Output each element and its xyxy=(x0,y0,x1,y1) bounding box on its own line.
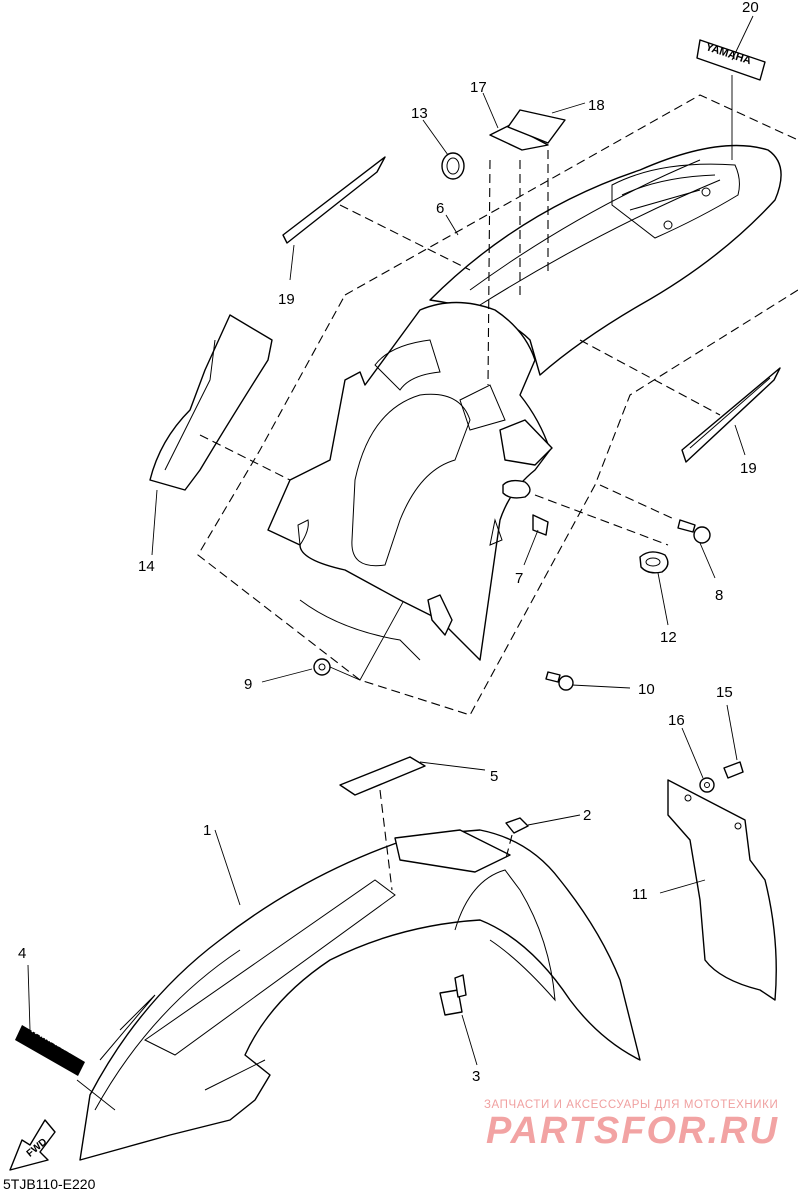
rear-inner-fender xyxy=(267,301,553,661)
fasteners-front xyxy=(439,817,529,1016)
side-decal-strip xyxy=(282,156,386,244)
callout-7: 7 xyxy=(515,570,523,587)
callout-numbers: 20 18 17 13 6 19 19 14 7 8 12 9 10 15 16… xyxy=(18,0,759,1085)
callout-19a: 19 xyxy=(278,291,295,308)
callout-17: 17 xyxy=(470,79,487,96)
callout-12: 12 xyxy=(660,629,677,646)
side-cover xyxy=(149,314,273,491)
leader-lines xyxy=(27,15,754,1111)
callout-8: 8 xyxy=(715,587,723,604)
watermark-subtitle: ЗАПЧАСТИ И АКСЕССУАРЫ ДЛЯ МОТОТЕХНИКИ xyxy=(484,1099,779,1111)
callout-10: 10 xyxy=(638,681,655,698)
front-fender xyxy=(79,829,641,1161)
flap-fasteners xyxy=(699,761,744,793)
callout-2: 2 xyxy=(583,807,591,824)
callout-19b: 19 xyxy=(740,460,757,477)
callout-4: 4 xyxy=(18,945,26,962)
callout-3: 3 xyxy=(472,1068,480,1085)
fwd-arrow-icon: FWD xyxy=(9,1119,56,1171)
callout-11: 11 xyxy=(632,886,648,903)
assembly-boundary xyxy=(197,94,798,716)
callout-16: 16 xyxy=(668,712,685,729)
callout-13: 13 xyxy=(411,105,428,122)
rear-fender xyxy=(429,144,782,376)
callout-20: 20 xyxy=(742,0,759,16)
callout-15: 15 xyxy=(716,684,733,701)
callout-9: 9 xyxy=(244,676,252,693)
fasteners-rear xyxy=(313,514,711,691)
callout-14: 14 xyxy=(138,558,155,575)
rubber-damper xyxy=(441,152,465,180)
callout-1: 1 xyxy=(203,822,211,839)
front-fender-decal: YAMAHA xyxy=(15,1022,85,1076)
callout-18: 18 xyxy=(588,97,605,114)
seat-pad-parts xyxy=(489,109,566,151)
mud-flap xyxy=(667,779,777,1001)
fender-plate xyxy=(339,756,426,796)
watermark-logo: PARTSFOR.RU xyxy=(486,1110,779,1152)
figure-code: 5TJB110-E220 xyxy=(3,1176,96,1192)
callout-6: 6 xyxy=(436,200,444,217)
callout-5: 5 xyxy=(490,768,498,785)
top-decal: YAMAHA xyxy=(696,39,766,81)
side-decal-right xyxy=(681,367,781,463)
